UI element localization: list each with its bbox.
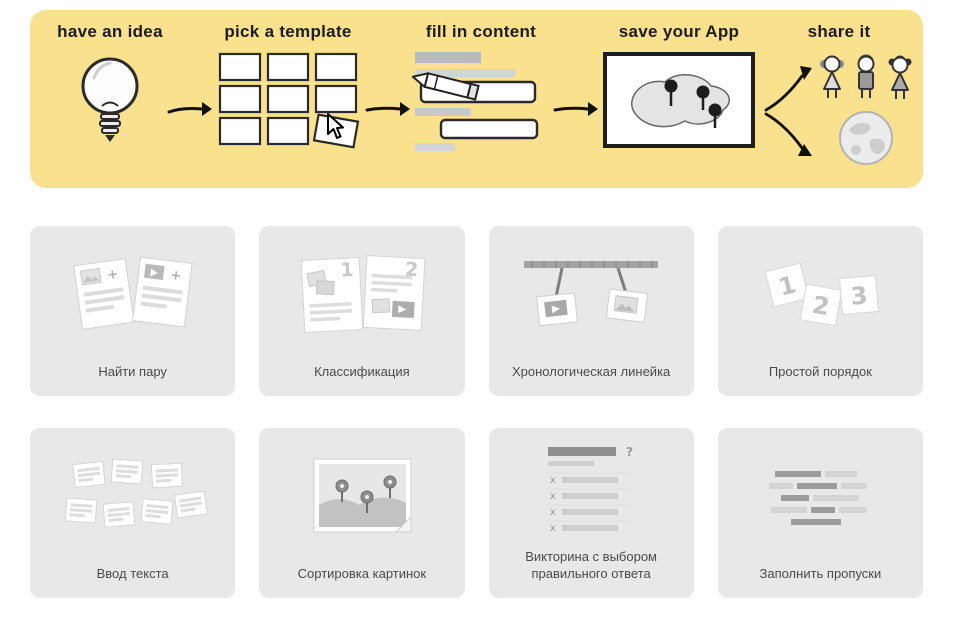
text-input-thumb: [30, 428, 235, 566]
workflow-step-idea: have an idea: [54, 22, 166, 148]
classification-thumb: 1 2: [259, 226, 464, 364]
quiz-illustration: ? x x x x: [546, 445, 635, 534]
pencil-icon: [411, 72, 480, 101]
text-input-illustration: [64, 458, 208, 528]
map-pin-icon: [383, 475, 397, 499]
step-label-template: pick a template: [224, 22, 352, 41]
find-pair-thumb: + +: [30, 226, 235, 364]
wrong-mark: x: [550, 507, 556, 518]
simple-order-thumb: 1 2 3: [718, 226, 923, 364]
order-number: 3: [850, 281, 869, 310]
simple-order-illustration: 1 2 3: [764, 262, 880, 327]
map-pin-icon: [708, 103, 722, 128]
wrong-mark: x: [550, 523, 556, 534]
wrong-mark: x: [550, 475, 556, 486]
template-card-classification[interactable]: 1 2 Классификац: [259, 226, 465, 396]
arrow-icon: [167, 102, 212, 116]
timeline-illustration: [524, 261, 659, 327]
template-card-quiz[interactable]: ? x x x x Викторина с выбором правильног…: [488, 428, 694, 598]
timeline-thumb: [489, 226, 694, 364]
cursor-icon: [327, 113, 344, 139]
step-label-share: share it: [807, 22, 871, 41]
people-icon: [820, 54, 912, 99]
template-label: Простой порядок: [768, 364, 872, 380]
find-pair-illustration: + +: [72, 256, 193, 330]
plus-icon: +: [106, 267, 119, 283]
template-grid-icon: [218, 52, 360, 149]
quiz-thumb: ? x x x x: [489, 428, 694, 549]
template-label: Классификация: [314, 364, 410, 380]
template-grid: + + Найти пару: [30, 226, 923, 598]
plus-icon: +: [169, 268, 182, 284]
template-card-picture-sorting[interactable]: Сортировка картинок: [259, 428, 465, 598]
template-card-text-input[interactable]: Ввод текста: [30, 428, 236, 598]
map-pin-icon: [696, 85, 710, 110]
template-label: Найти пару: [98, 364, 167, 380]
template-label: Сортировка картинок: [297, 566, 427, 582]
branch-arrows-icon: [764, 66, 812, 156]
fill-blanks-illustration: [769, 471, 868, 526]
picture-sorting-thumb: [259, 428, 464, 566]
question-mark: ?: [626, 445, 633, 459]
template-card-find-pair[interactable]: + + Найти пару: [30, 226, 236, 396]
fill-content-icon: [411, 52, 539, 151]
step-label-save: save your App: [618, 22, 740, 41]
map-pin-icon: [360, 490, 374, 514]
template-card-fill-blanks[interactable]: Заполнить пропуски: [717, 428, 923, 598]
map-pin-icon: [335, 479, 349, 503]
order-number: 1: [776, 270, 799, 301]
template-card-simple-order[interactable]: 1 2 3 Простой порядок: [717, 226, 923, 396]
map-pin-icon: [664, 79, 678, 106]
classification-illustration: 1 2: [300, 255, 426, 334]
template-label: Ввод текста: [96, 566, 169, 582]
globe-icon: [839, 111, 893, 165]
order-number: 2: [811, 291, 832, 321]
group-number: 1: [340, 259, 354, 282]
workflow-step-share: share it: [760, 22, 918, 172]
template-label: Хронологическая линейка: [511, 364, 671, 380]
template-label: Заполнить пропуски: [759, 566, 882, 582]
workflow-step-save: save your App: [598, 22, 760, 154]
workflow-step-content: fill in content: [410, 22, 552, 154]
workflow-step-template: pick a template: [212, 22, 364, 152]
group-number: 2: [404, 259, 418, 282]
template-label: Викторина с выбором правильного ответа: [525, 549, 657, 582]
wrong-mark: x: [550, 491, 556, 502]
workflow-banner: have an idea pick a template: [30, 10, 923, 188]
fill-blanks-thumb: [718, 428, 923, 566]
step-label-idea: have an idea: [57, 22, 163, 41]
lightbulb-icon: [81, 57, 139, 142]
picture-sorting-illustration: [313, 458, 412, 533]
arrow-icon: [553, 102, 598, 116]
step-label-content: fill in content: [425, 22, 537, 41]
arrow-icon: [365, 102, 410, 116]
map-icon: [603, 52, 755, 148]
template-card-timeline[interactable]: Хронологическая линейка: [488, 226, 694, 396]
